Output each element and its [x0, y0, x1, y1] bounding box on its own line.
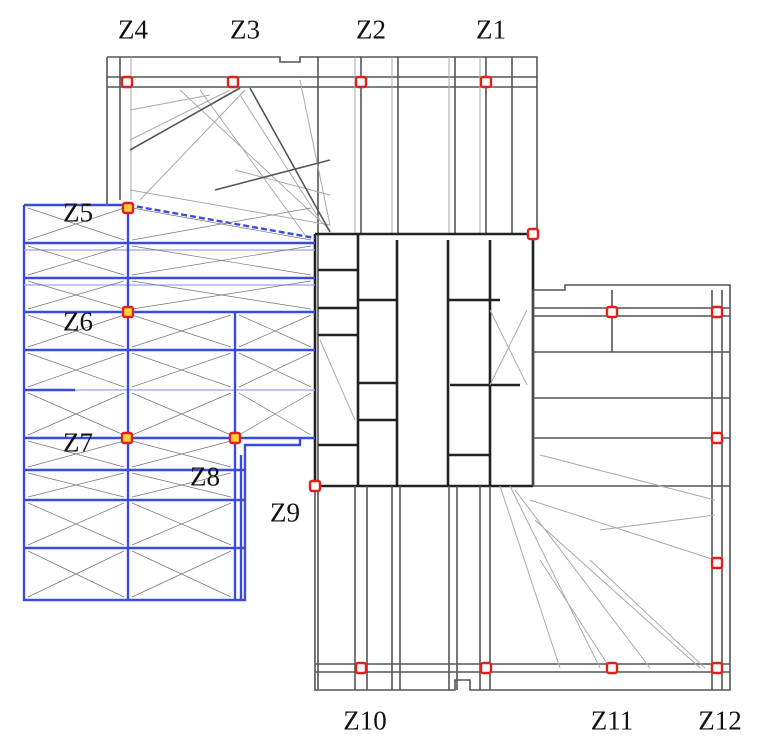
column-marker [710, 431, 724, 445]
bracing-cross [131, 207, 312, 241]
label-z10: Z10 [343, 705, 387, 736]
label-z4: Z4 [118, 14, 148, 45]
column-marker [479, 661, 493, 675]
top-block-outline [107, 56, 538, 234]
top-beam [107, 76, 537, 88]
column-marker [710, 556, 724, 570]
right-wing-outline [480, 284, 731, 691]
column-marker-z9 [308, 479, 322, 493]
column-marker-z7 [120, 431, 134, 445]
column-marker-z2 [354, 75, 368, 89]
bracing-cross [27, 550, 125, 598]
new-structure-outline [22, 203, 302, 602]
column-marker-z1 [479, 75, 493, 89]
bottom-outline [314, 486, 480, 691]
bracing-cross [27, 502, 125, 546]
label-z11: Z11 [590, 705, 634, 736]
bracing-cross [27, 280, 125, 310]
bracing-cross [131, 245, 312, 276]
label-z8: Z8 [190, 461, 220, 492]
top-diagonal-beams [129, 79, 331, 236]
column-marker-z12 [710, 661, 724, 675]
bracing-cross [131, 352, 232, 388]
bottom-diagonal-beams [499, 454, 716, 669]
column-markers [120, 75, 724, 675]
core-walls [356, 234, 492, 486]
new-beams [24, 241, 315, 550]
label-z5: Z5 [63, 197, 93, 228]
core-outline [313, 232, 535, 488]
label-z12: Z12 [698, 705, 742, 736]
bracing-cross [131, 440, 232, 468]
sloped-beam [127, 203, 316, 240]
bracing-cross [238, 392, 312, 436]
bracing-cross [238, 352, 312, 388]
column-marker [710, 305, 724, 319]
label-z6: Z6 [63, 306, 93, 337]
bracing-cross [131, 472, 232, 498]
bracing-cross [27, 245, 125, 276]
column-marker-z8 [228, 431, 242, 445]
bracing-cross [27, 207, 125, 241]
bracing-cross [27, 314, 125, 348]
column-marker-z10 [354, 661, 368, 675]
bracing-cross [131, 280, 312, 310]
new-secondary-beams [24, 249, 315, 391]
label-z9: Z9 [270, 497, 300, 528]
top-block-beam-edges [130, 57, 481, 234]
core-openings [319, 309, 528, 421]
top-block-beams [119, 57, 513, 690]
bracing-cross [131, 502, 232, 546]
label-z7: Z7 [63, 427, 93, 458]
column-marker-z5 [121, 201, 135, 215]
right-wing-columns [611, 290, 723, 690]
bracing-crosses [27, 207, 312, 598]
bracing-cross [131, 550, 232, 598]
label-z1: Z1 [476, 14, 506, 45]
bracing-cross [27, 472, 125, 498]
bracing-cross [27, 352, 125, 388]
label-z3: Z3 [230, 14, 260, 45]
bottom-beams [315, 486, 730, 690]
bracing-cross [131, 392, 232, 436]
bracing-cross [238, 314, 312, 348]
column-marker-z4 [120, 75, 134, 89]
column-marker [526, 227, 540, 241]
column-marker-z6 [121, 305, 135, 319]
column-marker-z11 [605, 661, 619, 675]
label-z2: Z2 [356, 14, 386, 45]
bracing-cross [27, 392, 125, 436]
new-structure [22, 203, 316, 602]
bracing-cross [27, 440, 125, 468]
right-wing-beams [533, 307, 730, 487]
column-marker-z3 [226, 75, 240, 89]
core-partitions [318, 268, 520, 457]
column-marker [605, 305, 619, 319]
new-columns-lines [126, 205, 243, 600]
top-diagonal-main-beams [129, 87, 331, 233]
existing-structure [106, 56, 731, 691]
bracing-cross [131, 314, 232, 348]
